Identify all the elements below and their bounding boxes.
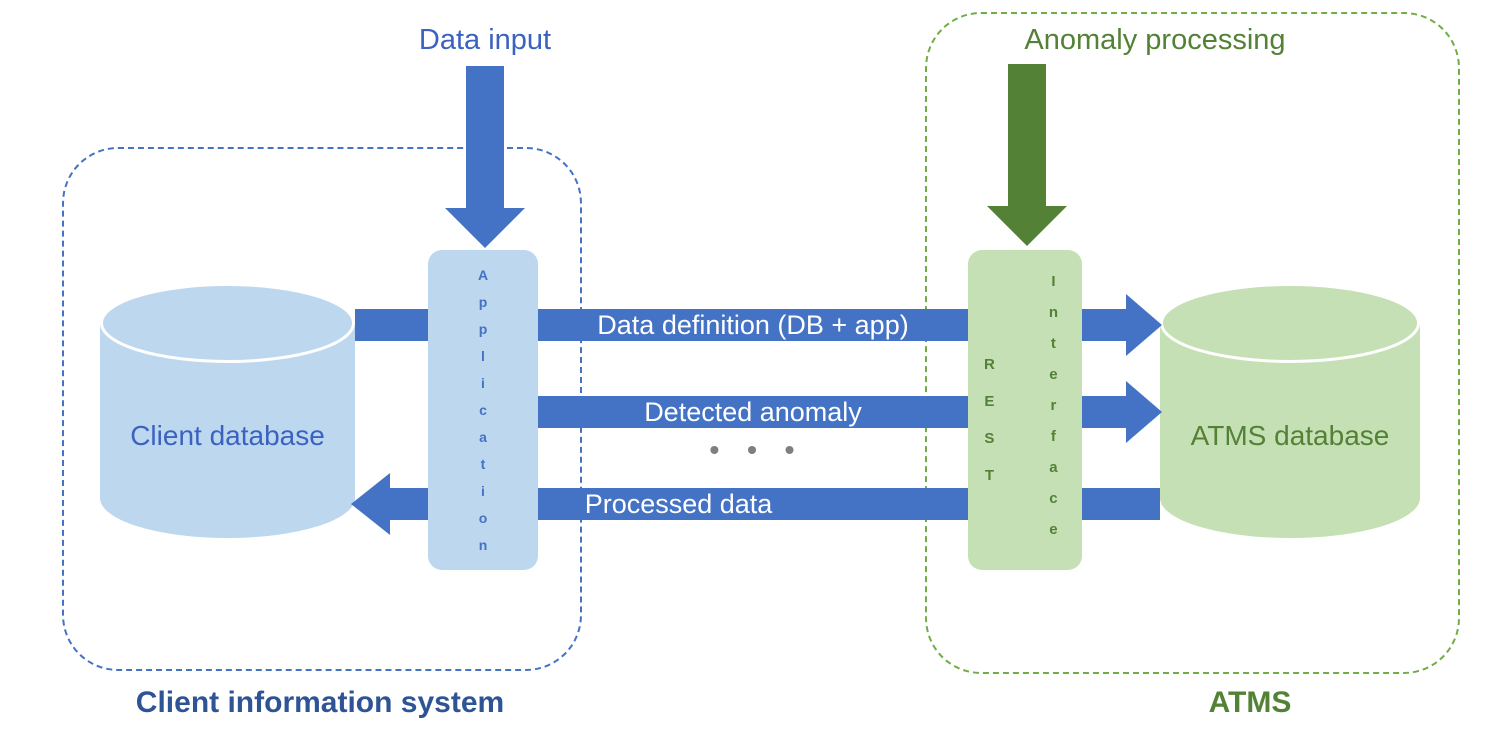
anomaly-processing-label: Anomaly processing bbox=[1024, 24, 1286, 56]
application-box: A p p l i c a t i o n bbox=[428, 250, 538, 570]
data-definition-flow-label: Data definition (DB + app) bbox=[597, 309, 909, 340]
detected-anomaly-arrowhead-icon bbox=[1082, 381, 1162, 443]
atms-database-cylinder-icon bbox=[1160, 283, 1420, 538]
interface-label: I n t e r f a c e bbox=[1048, 273, 1058, 538]
client-database-cylinder-icon bbox=[100, 283, 355, 538]
processed-data-flow-label: Processed data bbox=[584, 488, 773, 519]
atms-system-caption: ATMS bbox=[1208, 686, 1292, 719]
rest-label: R E S T bbox=[984, 356, 995, 484]
atms-system-boundary bbox=[925, 12, 1460, 674]
client-database-label: Client database bbox=[130, 419, 325, 451]
client-system-caption: Client information system bbox=[135, 686, 505, 719]
more-flows-ellipsis: • • • bbox=[709, 434, 805, 465]
flow-bar-detected-anomaly bbox=[538, 396, 968, 428]
application-label: A p p l i c a t i o n bbox=[477, 266, 489, 553]
anomaly-processing-arrow-icon bbox=[987, 64, 1067, 246]
atms-database-label: ATMS database bbox=[1190, 419, 1390, 451]
data-input-label: Data input bbox=[418, 24, 552, 56]
data-definition-arrowhead-icon bbox=[1082, 294, 1162, 356]
data-input-arrow-icon bbox=[445, 66, 525, 248]
rest-interface-box: R E S T I n t e r f a c e bbox=[968, 250, 1082, 570]
detected-anomaly-flow-label: Detected anomaly bbox=[644, 396, 862, 427]
processed-data-arrowhead-icon bbox=[351, 473, 390, 535]
flow-bar-processed-data-right bbox=[1082, 488, 1160, 520]
